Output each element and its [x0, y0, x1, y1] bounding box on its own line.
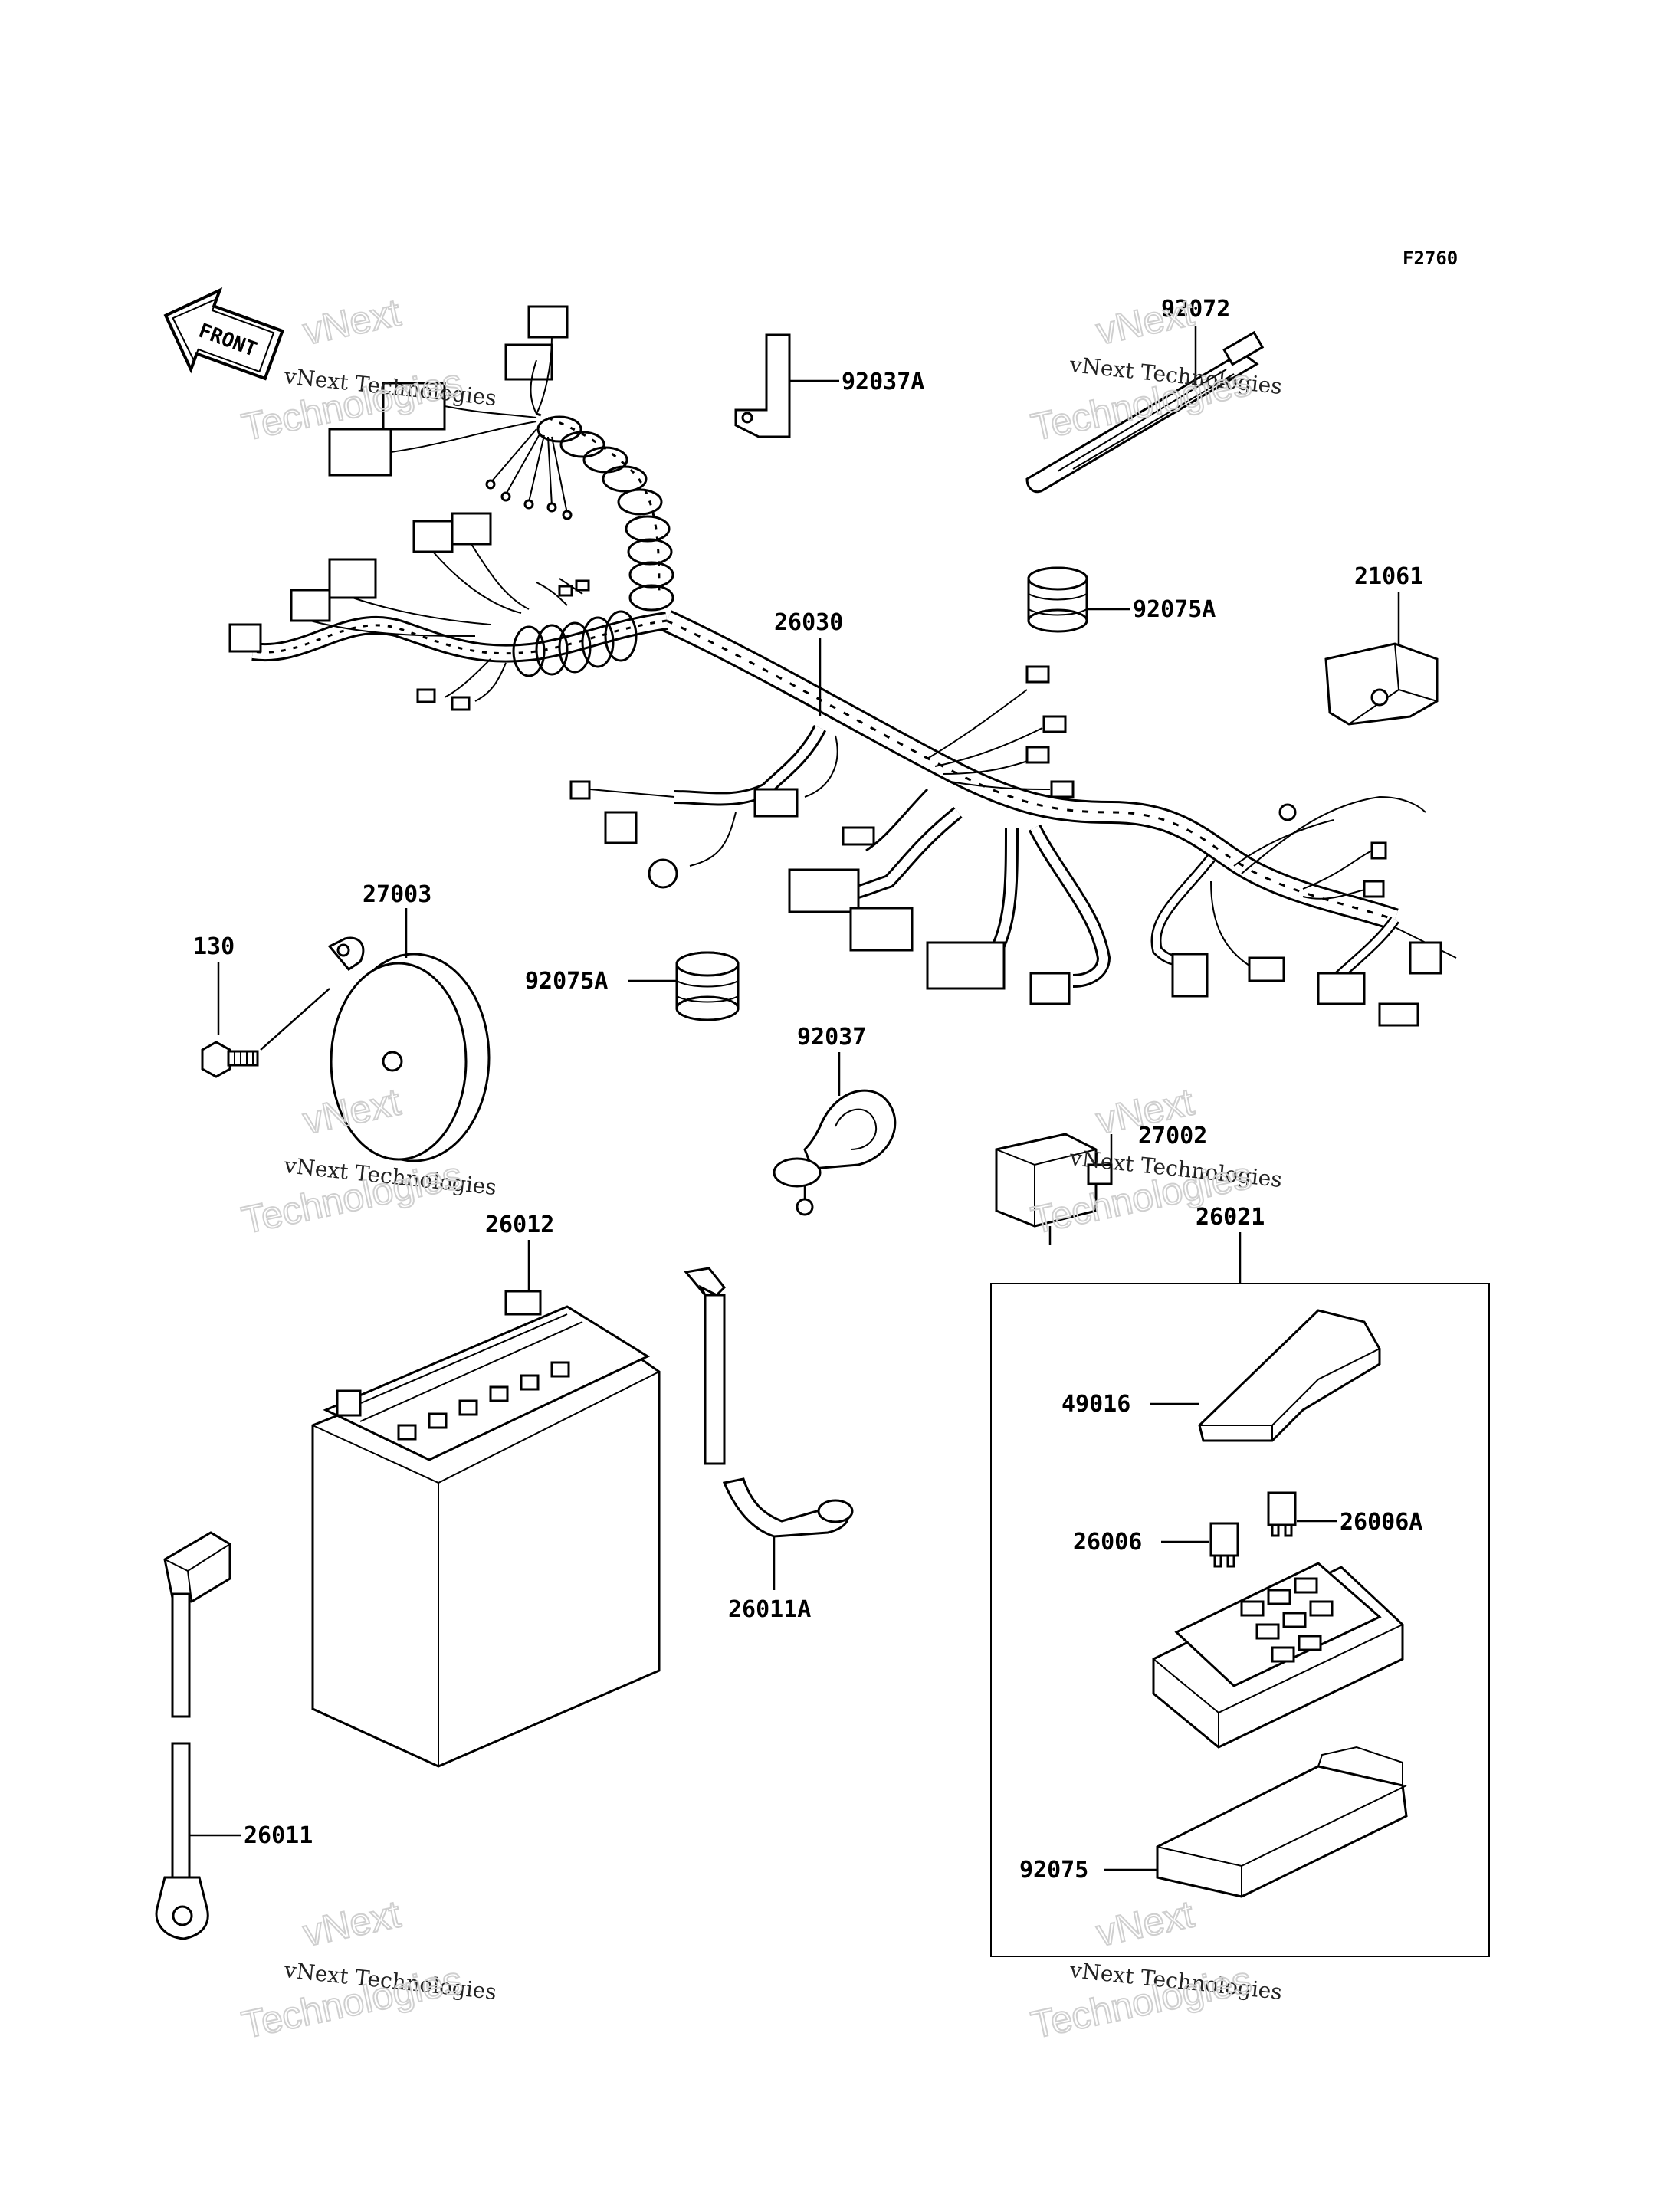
watermark-6: vNext vNext Technologies Technologies	[1027, 1891, 1284, 2047]
fuse-box	[1152, 1562, 1404, 1749]
clamp-92037	[773, 1052, 897, 1216]
battery-26012	[311, 1240, 661, 1768]
label-92037: 92037	[797, 1024, 866, 1051]
label-27002: 27002	[1138, 1123, 1207, 1149]
label-92075A-mid: 92075A	[525, 968, 608, 995]
label-130: 130	[193, 933, 235, 960]
label-92072: 92072	[1161, 296, 1230, 323]
svg-text:vNext: vNext	[300, 290, 405, 353]
horn-27003	[327, 908, 491, 1162]
label-26006A: 26006A	[1340, 1509, 1422, 1536]
watermark-1: vNext vNext Technologies Technologies	[238, 290, 498, 449]
label-21061: 21061	[1354, 563, 1423, 590]
cap-21061	[1324, 592, 1439, 726]
fuse-26006	[1161, 1522, 1239, 1568]
label-26030: 26030	[774, 609, 843, 636]
watermark-5: vNext vNext Technologies Technologies	[238, 1891, 498, 2047]
fuse-26006A	[1267, 1491, 1337, 1537]
diagram-code: F2760	[1403, 248, 1458, 269]
bolt-130	[201, 962, 330, 1078]
wiring-harness-26030	[228, 305, 1457, 1027]
cable-tie-92072	[1025, 326, 1265, 494]
grommet-92075A-top	[1027, 566, 1130, 633]
label-27003: 27003	[363, 881, 431, 908]
label-92075: 92075	[1019, 1857, 1088, 1884]
svg-text:vNext: vNext	[1093, 1892, 1198, 1954]
label-26011: 26011	[244, 1822, 313, 1849]
label-92037A: 92037A	[842, 369, 924, 395]
label-26021: 26021	[1196, 1204, 1265, 1231]
label-26012: 26012	[485, 1212, 554, 1238]
tray-92075	[1104, 1746, 1408, 1898]
cable-26011	[155, 1531, 241, 1940]
cable-26011A	[684, 1267, 854, 1590]
grommet-92075A-mid	[628, 951, 740, 1021]
cover-49016	[1150, 1309, 1381, 1442]
relay-27002	[995, 1133, 1113, 1245]
label-92075A-top: 92075A	[1133, 596, 1216, 623]
svg-text:vNext: vNext	[300, 1892, 405, 1954]
label-26006: 26006	[1073, 1529, 1142, 1556]
label-26011A: 26011A	[728, 1596, 811, 1623]
bracket-92037A	[734, 333, 839, 438]
svg-text:vNext: vNext	[1093, 290, 1198, 353]
label-49016: 49016	[1061, 1391, 1130, 1418]
front-arrow-icon: FRONT	[163, 287, 284, 381]
